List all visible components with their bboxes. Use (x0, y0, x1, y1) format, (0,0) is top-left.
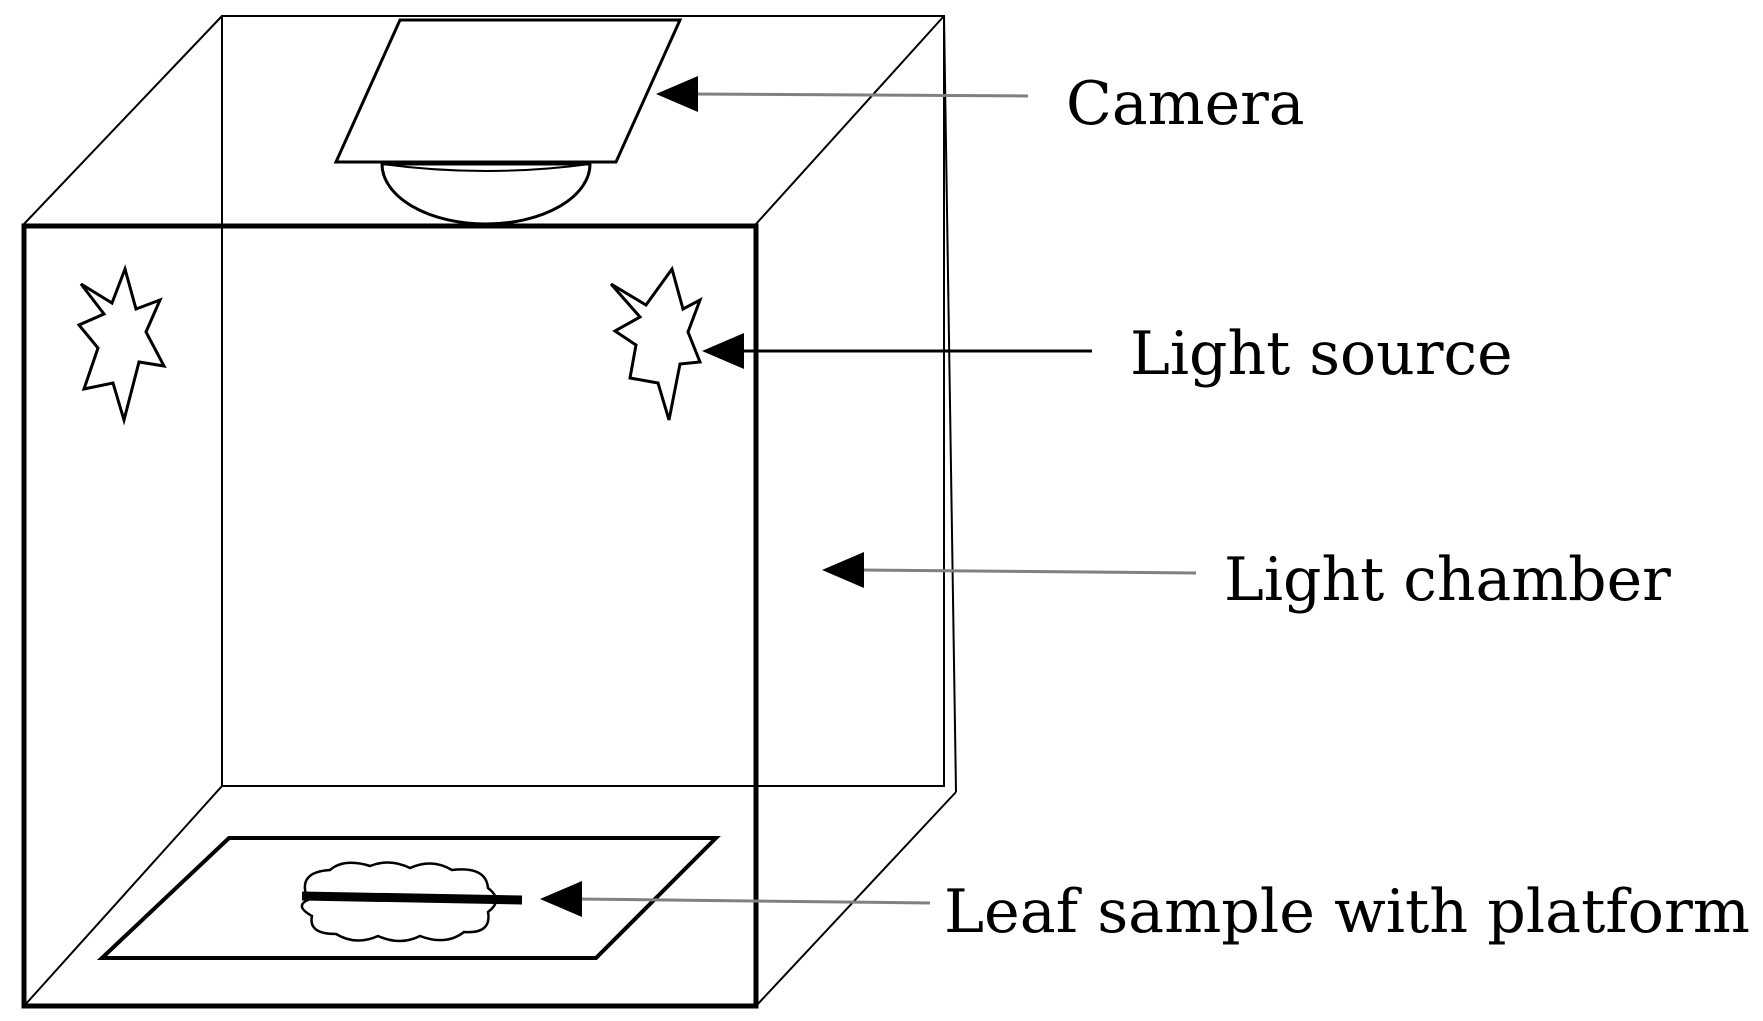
light-chamber-pointer (822, 552, 1197, 588)
camera-pointer (656, 76, 1029, 112)
leaf-sample-icon (300, 861, 523, 943)
chamber-edge-bottom-left (23, 785, 223, 1007)
camera-lens-rim (381, 163, 591, 172)
light-source-left-icon (76, 264, 167, 426)
chamber-edge-top-right (755, 15, 945, 225)
chamber-front-face (21, 223, 759, 1009)
chamber-edge-back-right (943, 15, 957, 793)
light-source-pointer (702, 333, 1092, 369)
camera-label: Camera (1066, 69, 1305, 139)
light-source-right-icon (609, 265, 703, 421)
light-source-label: Light source (1130, 319, 1513, 389)
chamber-back-panel (221, 15, 945, 787)
leaf-sample-pointer (540, 881, 931, 917)
chamber-edge-top-left (23, 15, 223, 225)
camera-lens (380, 162, 592, 226)
chamber-edge-bottom-right (755, 791, 957, 1007)
light-chamber-label: Light chamber (1224, 545, 1671, 615)
camera-body (333, 18, 683, 164)
leaf-sample-label: Leaf sample with platform (944, 877, 1750, 947)
